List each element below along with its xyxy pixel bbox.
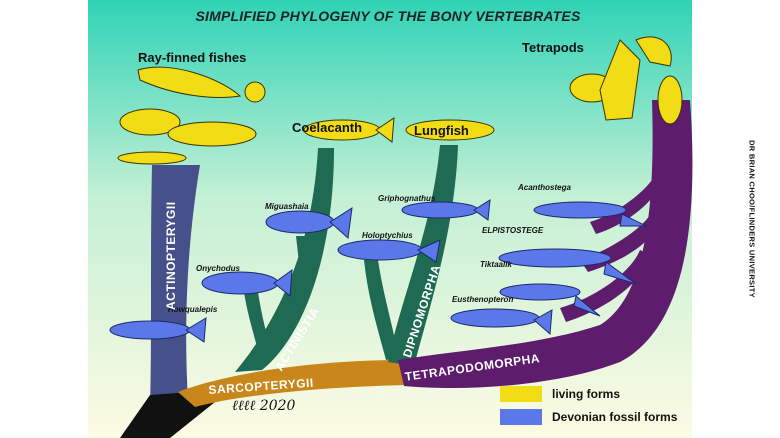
artist-signature: ℓℓℓℓ 2020: [232, 398, 296, 414]
sarcopterygii-branch: [178, 360, 405, 407]
legend-living: living forms: [500, 386, 620, 402]
legend-swatch-devonian: [500, 409, 542, 425]
miguashaia-fish: [265, 210, 335, 234]
seadragon: [244, 81, 266, 103]
onychodus-tail: [273, 268, 293, 297]
clade-label-actinopterygii: ACTINOPTERYGII: [164, 201, 178, 310]
howqualepis-tail: [185, 317, 207, 343]
holoptychius-branch: [364, 260, 398, 360]
acanthostega-branch: [590, 180, 660, 234]
legend-label-devonian: Devonian fossil forms: [552, 410, 678, 424]
holoptychius-fish: [337, 239, 423, 261]
actinistia-branch: [235, 148, 334, 372]
group-label-tetrapods: Tetrapods: [522, 40, 584, 55]
species-label-holoptychius: Holoptychius: [362, 231, 413, 240]
eusthenopteron-tail: [533, 309, 553, 336]
signature-year: 2020: [259, 398, 296, 414]
holoptychius-tail: [416, 239, 441, 263]
species-label-howqualepis: Howqualepis: [168, 305, 218, 314]
species-label-onychodus: Onychodus: [196, 264, 241, 273]
tiktaalik-fish: [499, 283, 581, 301]
actinopterygii-branch: [150, 165, 200, 405]
group-label-coelacanth: Coelacanth: [292, 120, 363, 135]
tiktaalik-tail: [573, 295, 601, 317]
ray-finned-fish-4: [117, 151, 187, 165]
species-label-griphognathus: Griphognathus: [378, 194, 436, 203]
miguashaia-tail: [329, 207, 353, 239]
species-label-acanthostega: Acanthostega: [518, 183, 571, 192]
lungfish-fish: [405, 119, 495, 141]
onychodus-branch: [244, 292, 272, 360]
tetrapod-kangaroo: [599, 39, 641, 121]
image-credit: DR BRIAN CHOO/FLINDERS UNIVERSITY: [747, 140, 757, 298]
tetrapod-bird: [635, 36, 672, 67]
griphognathus-fish: [401, 201, 479, 219]
species-label-tiktaalik: Tiktaalik: [480, 260, 512, 269]
howqualepis-fish: [109, 320, 191, 340]
miguashaia-branch: [296, 236, 312, 272]
tetrapodomorpha-branch: [398, 100, 693, 389]
ray-finned-fish-3: [167, 121, 257, 147]
species-label-elpistostege: ELPISTOSTEGE: [482, 226, 544, 235]
acanthostega-tail: [619, 213, 647, 227]
coelacanth-tail: [375, 117, 395, 143]
acanthostega-fish: [533, 201, 627, 219]
legend-devonian: Devonian fossil forms: [500, 409, 677, 425]
griphognathus-tail: [473, 199, 491, 221]
elpistostege-fish: [498, 248, 612, 268]
group-label-ray-finned: Ray-finned fishes: [138, 50, 247, 65]
ray-finned-fish-1: [137, 66, 242, 98]
diagram-title: SIMPLIFIED PHYLOGENY OF THE BONY VERTEBR…: [195, 8, 581, 24]
group-label-lungfish: Lungfish: [414, 123, 469, 138]
legend-label-living: living forms: [552, 387, 621, 401]
onychodus-fish: [201, 271, 279, 295]
species-label-miguashaia: Miguashaia: [265, 202, 309, 211]
tetrapod-penguin: [657, 75, 683, 125]
legend-swatch-living: [500, 386, 542, 402]
species-label-eusthenopteron: Eusthenopteron: [452, 295, 514, 304]
eusthenopteron-fish: [450, 308, 540, 328]
dipnomorpha-branch: [388, 145, 458, 366]
elpistostege-tail: [603, 261, 637, 285]
ray-finned-fish-2: [119, 108, 181, 136]
